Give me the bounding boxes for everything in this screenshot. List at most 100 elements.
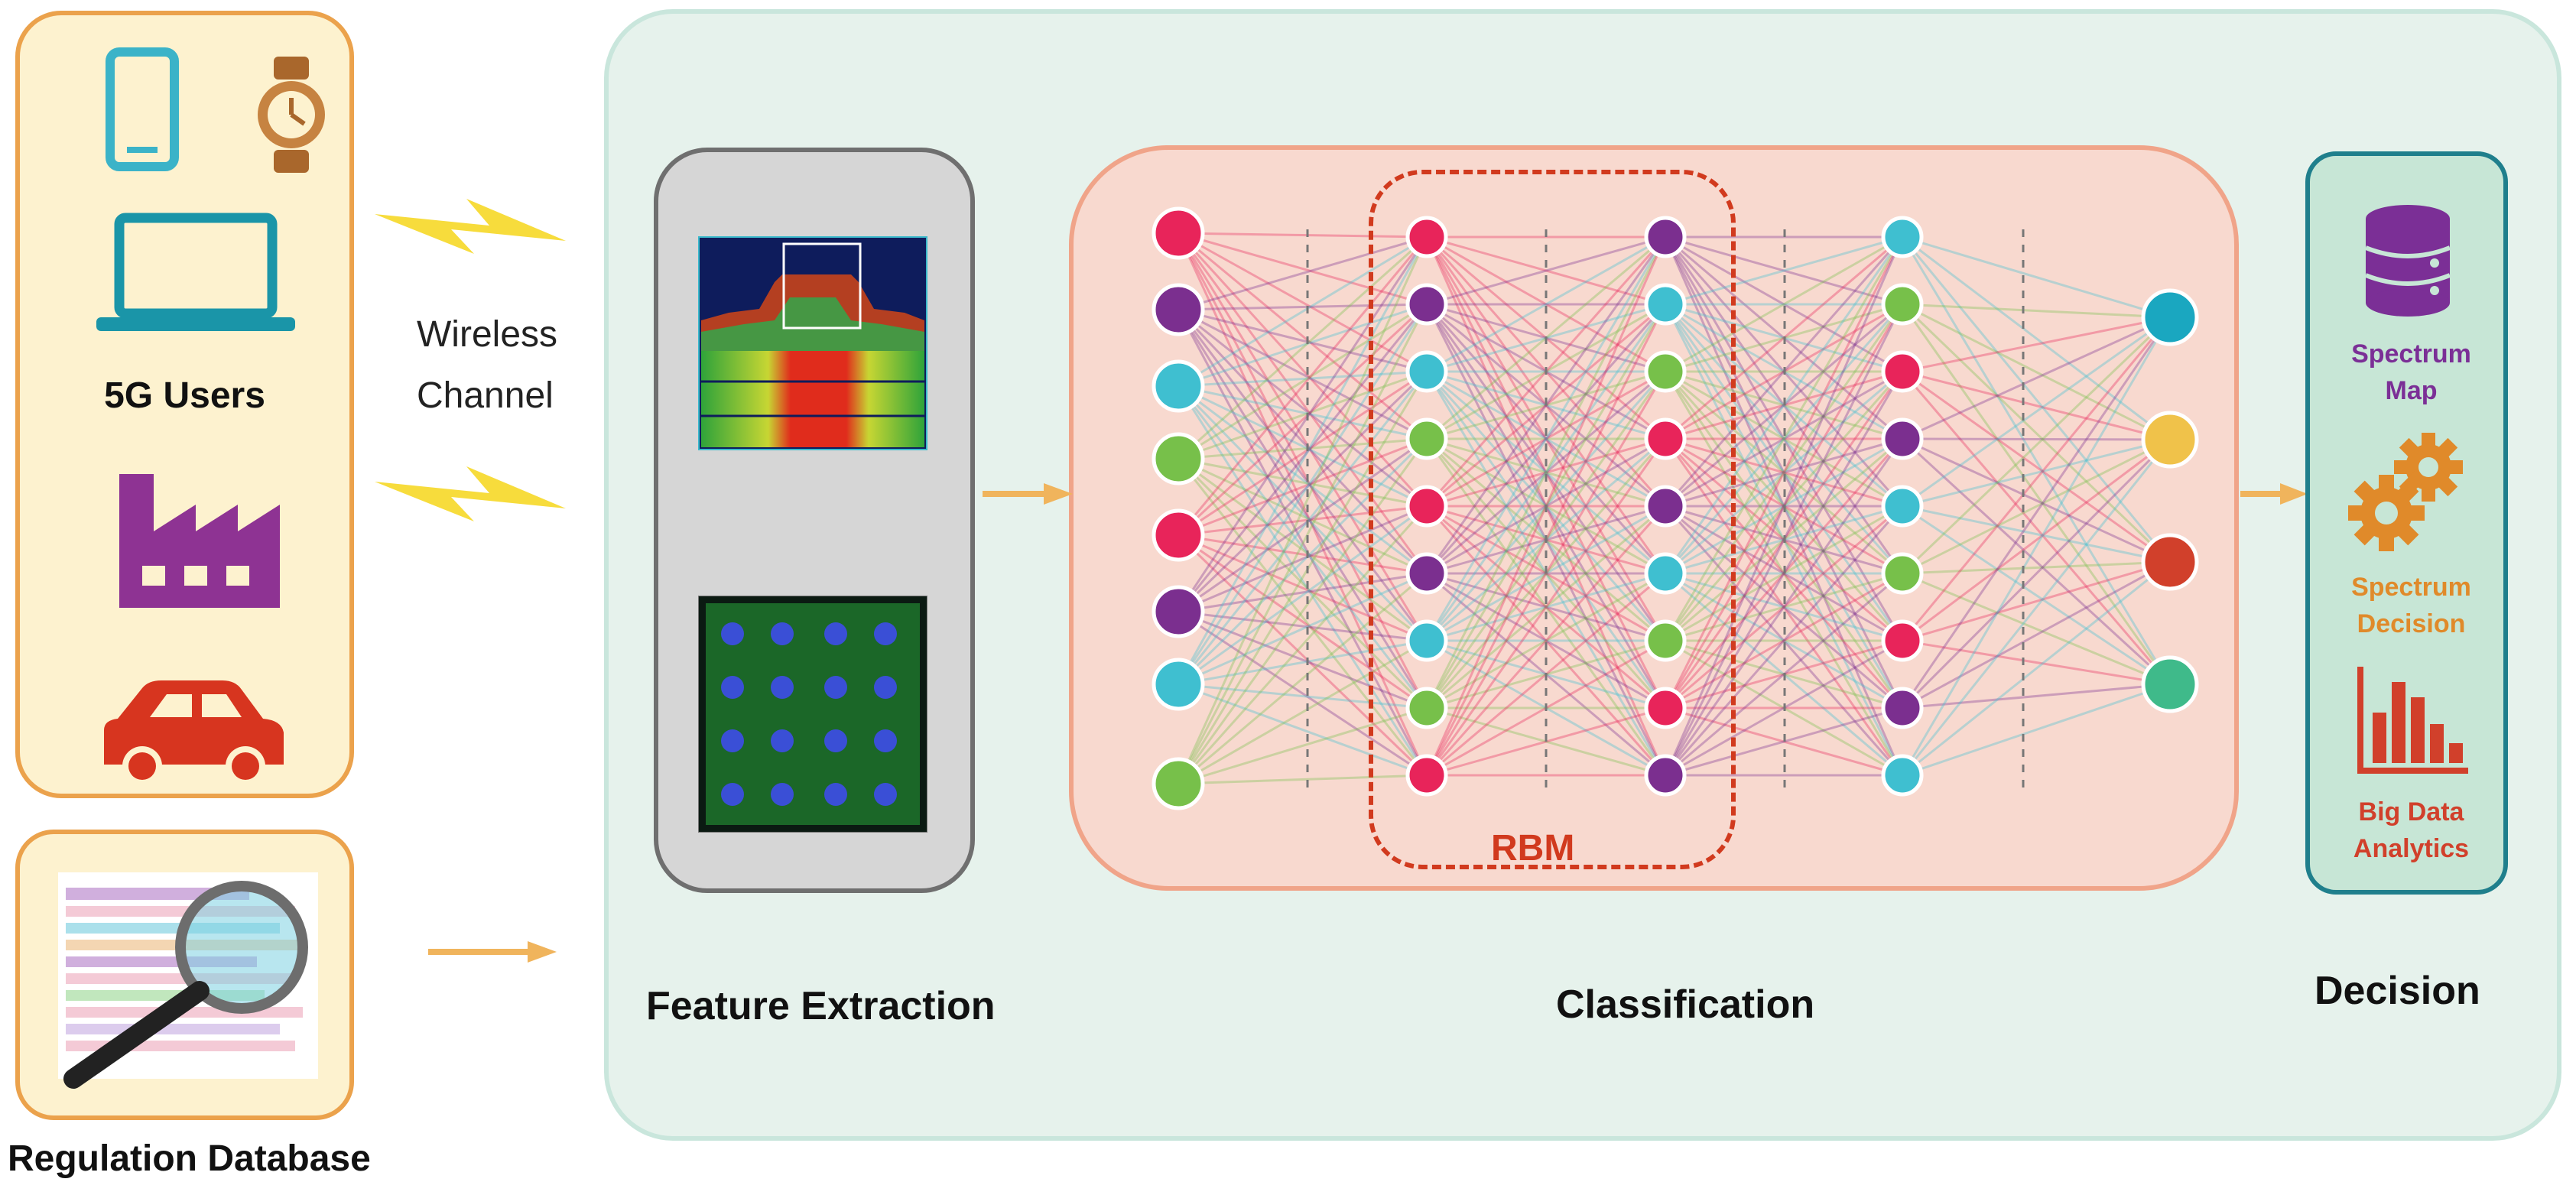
- wireless-channel-label: Wireless Channel: [417, 304, 557, 427]
- network-edge: [1426, 505, 1666, 710]
- network-edge: [1178, 683, 1428, 777]
- network-edge: [1178, 639, 1428, 686]
- network-node: [1881, 619, 1924, 662]
- network-edge: [1177, 304, 1428, 612]
- network-edge: [1178, 639, 1428, 785]
- network-edge: [1665, 370, 1903, 508]
- network-node: [1644, 417, 1687, 460]
- network-edge: [1902, 316, 2171, 373]
- decision-item-2: Spectrum Decision: [2310, 569, 2513, 642]
- constellation-point: [874, 783, 897, 806]
- network-edge: [1425, 304, 1667, 641]
- network-node: [1405, 754, 1448, 797]
- network-edge: [1178, 303, 1428, 460]
- network-edge: [1425, 236, 1667, 709]
- network-node: [1881, 283, 1924, 326]
- wireless-line1: Wireless: [417, 314, 558, 355]
- network-edge: [1902, 235, 2171, 319]
- network-edge: [1177, 232, 1428, 709]
- network-node: [1152, 432, 1205, 485]
- network-node: [2141, 655, 2199, 713]
- network-edge: [1177, 232, 1428, 574]
- network-edge: [1426, 235, 1666, 373]
- classification-title: Classification: [1556, 982, 1815, 1027]
- regulation-database-panel: [15, 830, 354, 1120]
- network-edge: [1902, 560, 2171, 710]
- constellation-point: [771, 622, 794, 645]
- network-edge: [1902, 438, 2171, 575]
- network-edge: [1425, 236, 1667, 641]
- network-node: [1405, 687, 1448, 729]
- constellation-point: [771, 783, 794, 806]
- network-node: [1152, 283, 1205, 336]
- regulation-arrow: [428, 941, 557, 963]
- decision-item-3: Big Data Analytics: [2310, 794, 2513, 867]
- network-edge: [1902, 505, 2171, 563]
- network-edge: [1178, 370, 1428, 460]
- network-node: [1881, 350, 1924, 393]
- neural-network-diagram: [1152, 206, 2199, 810]
- network-edge: [1178, 437, 1428, 613]
- network-edge: [1426, 370, 1666, 575]
- gears-icon: [2348, 433, 2463, 551]
- network-edge: [1177, 438, 1428, 784]
- network-edge: [1177, 309, 1428, 776]
- network-edge: [1178, 303, 1428, 388]
- network-edge: [1901, 439, 2172, 776]
- network-edge: [1178, 683, 1428, 710]
- network-edge: [1665, 370, 1903, 575]
- network-edge: [1902, 370, 2171, 563]
- network-edge: [1665, 572, 1903, 710]
- network-edge: [1178, 232, 1428, 373]
- network-edge: [1177, 385, 1428, 709]
- network-edge: [1902, 560, 2171, 642]
- network-edge: [1177, 304, 1428, 685]
- network-edge: [1178, 457, 1428, 575]
- network-edge: [1177, 304, 1428, 784]
- network-node: [1881, 754, 1924, 797]
- network-edge: [1902, 303, 2171, 441]
- network-edge: [1178, 534, 1428, 642]
- network-edge: [1664, 505, 1904, 776]
- network-edge: [1178, 706, 1428, 785]
- smartphone-icon: [106, 47, 179, 171]
- magnifier-document-icon: [58, 872, 318, 1089]
- network-edge: [1664, 304, 1904, 641]
- network-edge: [1665, 437, 1903, 508]
- network-edge: [1426, 505, 1666, 710]
- network-edge: [1426, 235, 1666, 306]
- network-edge: [1426, 370, 1666, 575]
- car-icon: [104, 680, 284, 786]
- network-edge: [1426, 572, 1666, 710]
- network-node: [1881, 417, 1924, 460]
- network-edge: [1425, 438, 1667, 776]
- network-edge: [1665, 370, 1903, 508]
- feature-to-classification-arrow: [983, 483, 1073, 505]
- network-edge: [1178, 505, 1428, 613]
- network-edge: [1425, 236, 1667, 641]
- network-node: [1881, 216, 1924, 258]
- network-edge: [1901, 316, 2172, 575]
- network-edge: [1665, 235, 1903, 373]
- network-edge: [1178, 437, 1428, 460]
- network-edge: [1177, 458, 1428, 776]
- network-edge: [1902, 560, 2171, 777]
- network-edge: [1178, 437, 1428, 537]
- network-node: [1152, 658, 1205, 711]
- network-node: [1644, 687, 1687, 729]
- network-node: [1405, 216, 1448, 258]
- network-edge: [1426, 370, 1666, 508]
- network-edge: [1902, 303, 2171, 319]
- bar-chart-icon: [2357, 667, 2468, 774]
- network-edge: [1902, 560, 2171, 575]
- network-edge: [1901, 304, 2172, 685]
- constellation-point: [824, 783, 847, 806]
- decision-item-1-line1: Spectrum: [2351, 339, 2471, 369]
- network-edge: [1665, 505, 1903, 710]
- network-edge: [1664, 236, 1904, 709]
- network-edge: [1178, 610, 1428, 777]
- lightning-bolt-bottom-icon: [375, 466, 566, 521]
- network-edge: [1425, 304, 1667, 574]
- spectrogram-image: [698, 236, 927, 450]
- feature-extraction-panel: [654, 148, 975, 893]
